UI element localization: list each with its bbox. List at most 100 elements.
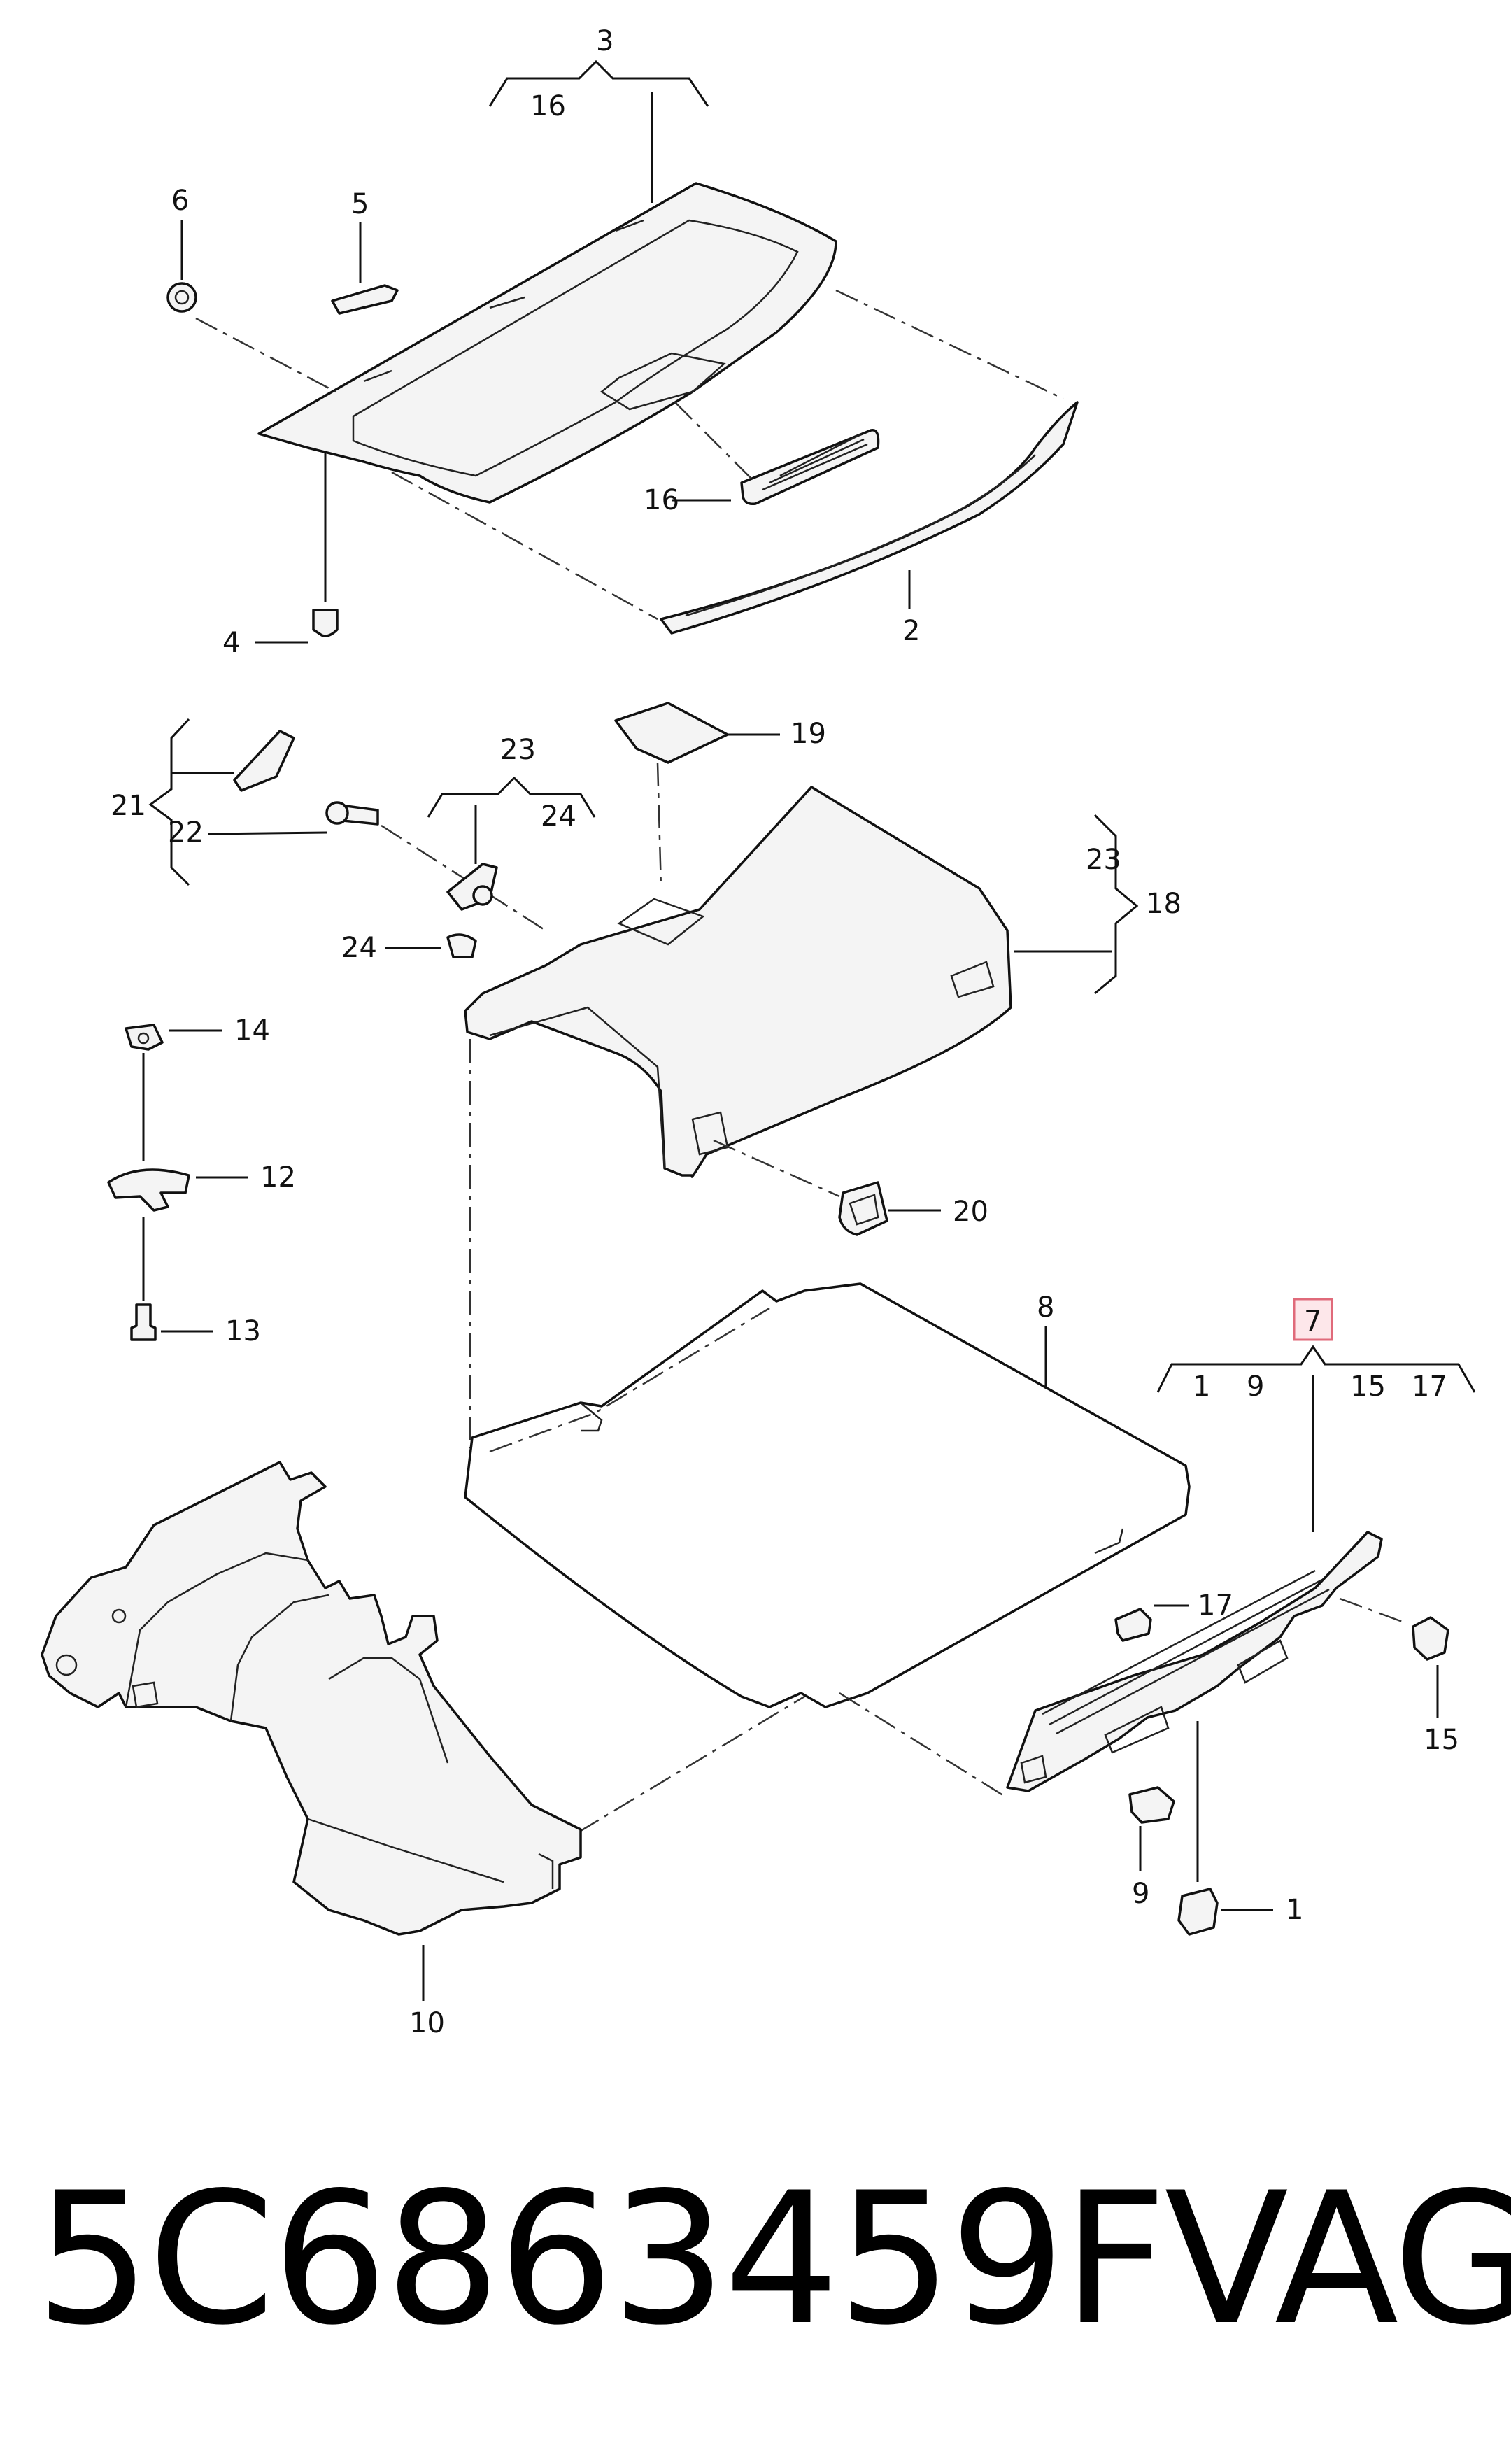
callout-1-sub: 1 xyxy=(1193,1371,1210,1403)
side-trim-10 xyxy=(41,1461,582,1936)
handle-20-inner xyxy=(849,1194,879,1226)
floor-cover-group: 19 21 22 23 24 24 23 18 xyxy=(107,702,1182,1448)
parcel-shelf xyxy=(257,182,837,504)
callout-23-right: 23 xyxy=(1086,844,1121,876)
floor-mat-group: 8 xyxy=(464,1282,1191,1855)
clip-23-stud xyxy=(472,885,493,906)
callout-23: 23 xyxy=(500,734,536,766)
brand-label: VAG xyxy=(1164,2154,1511,2365)
side-trim-vent xyxy=(132,1681,159,1708)
assembly-line-6 xyxy=(195,317,336,393)
screw-13 xyxy=(130,1303,157,1341)
callout-8: 8 xyxy=(1037,1291,1054,1324)
side-trim-group: 10 xyxy=(41,1461,582,2039)
pad-17 xyxy=(1114,1608,1152,1642)
side-trim-hole xyxy=(55,1654,78,1676)
floor-mat-8 xyxy=(464,1282,1191,1708)
callout-6: 6 xyxy=(171,185,189,217)
bracket-3 xyxy=(488,59,709,107)
callout-20: 20 xyxy=(953,1196,988,1228)
side-trim-lower-edge xyxy=(307,1818,504,1883)
highlight-callout-7 xyxy=(1293,1298,1333,1341)
callout-16-sub: 16 xyxy=(530,90,566,122)
bracket-plate-21 xyxy=(233,730,295,792)
side-trim-crease-mid xyxy=(229,1594,329,1722)
callout-24: 24 xyxy=(341,932,377,964)
shelf-slots xyxy=(363,219,644,383)
nut-14 xyxy=(125,1024,164,1051)
vent-grille xyxy=(740,428,880,506)
callout-17-sub: 17 xyxy=(1412,1371,1447,1403)
rivet-6 xyxy=(166,282,197,313)
sill-panel-group: 7 1 9 15 17 17 15 9 1 xyxy=(1006,1298,1476,1936)
handle-20 xyxy=(838,1181,888,1236)
leader-22 xyxy=(208,831,328,835)
sill-panel-end-recess xyxy=(1020,1755,1047,1784)
assembly-line-vent xyxy=(674,402,756,483)
callout-15-sub: 15 xyxy=(1350,1371,1386,1403)
clip-1 xyxy=(1177,1888,1219,1936)
callout-3: 3 xyxy=(596,25,613,57)
callout-19: 19 xyxy=(790,718,826,750)
side-trim-clip-hole xyxy=(111,1608,127,1624)
bracket-18 xyxy=(1093,814,1139,995)
assembly-line-strip xyxy=(835,289,1064,400)
sill-panel-recess-right xyxy=(1237,1639,1289,1684)
callout-4: 4 xyxy=(222,627,240,659)
bracket-23 xyxy=(427,776,596,818)
callout-22: 22 xyxy=(168,816,204,849)
callout-7: 7 xyxy=(1304,1305,1321,1338)
floor-cover-18 xyxy=(464,786,1012,1178)
callout-9-sub: 9 xyxy=(1247,1371,1264,1403)
rear-trim-groove xyxy=(685,454,1036,617)
part-number: 5C6863459F xyxy=(35,2154,1167,2365)
side-trim-end xyxy=(538,1853,554,1889)
callout-14: 14 xyxy=(234,1014,270,1047)
side-trim-wheelhouse xyxy=(328,1657,449,1764)
bracket-7 xyxy=(1156,1345,1476,1393)
vent-slats xyxy=(762,432,868,491)
assembly-line-flap xyxy=(656,762,662,889)
callout-12: 12 xyxy=(260,1161,296,1194)
callout-15: 15 xyxy=(1424,1724,1459,1756)
floor-mat-notch xyxy=(580,1402,603,1432)
callout-18: 18 xyxy=(1146,888,1182,920)
cover-hatch-opening xyxy=(617,898,705,946)
callout-10: 10 xyxy=(409,2007,445,2039)
cover-front-fold xyxy=(489,1006,666,1169)
assembly-line-mat-side xyxy=(541,1695,805,1855)
assembly-line-clip-15 xyxy=(1339,1597,1407,1624)
callout-13: 13 xyxy=(225,1315,261,1347)
rivet-24 xyxy=(446,933,477,958)
parcel-shelf-group: 3 16 2 16 5 6 4 xyxy=(166,25,1079,659)
clip-9 xyxy=(1128,1786,1175,1824)
access-flap xyxy=(614,702,729,764)
clip-15 xyxy=(1412,1616,1449,1661)
callout-16: 16 xyxy=(644,484,679,516)
clip-5 xyxy=(331,284,399,315)
callout-9: 9 xyxy=(1132,1878,1149,1910)
assembly-line-handle xyxy=(713,1139,840,1198)
part-number-footer: 5C6863459F VAG xyxy=(35,2141,1511,2379)
floor-mat-tab xyxy=(1094,1528,1124,1555)
screw-4 xyxy=(312,609,339,637)
callout-2: 2 xyxy=(902,615,920,647)
sill-panel-ribs xyxy=(1042,1569,1330,1735)
side-trim-crease-upper xyxy=(125,1552,308,1708)
callout-21: 21 xyxy=(111,790,146,822)
callout-24-sub: 24 xyxy=(541,800,576,833)
rivet-6-center xyxy=(174,290,190,305)
clamp-12 xyxy=(107,1168,190,1212)
shelf-recess xyxy=(352,219,799,477)
shelf-vent-recess xyxy=(600,352,726,411)
cover-handle-recess-right xyxy=(950,961,995,998)
bolt-22-head xyxy=(325,801,349,825)
callout-5: 5 xyxy=(351,188,369,220)
bracket-21 xyxy=(148,718,190,886)
callout-17: 17 xyxy=(1198,1589,1233,1622)
nut-14-hole xyxy=(137,1032,150,1045)
assembly-line-mat-sill xyxy=(839,1692,1008,1799)
sill-panel-recess-left xyxy=(1104,1706,1170,1754)
assembly-line-shelf-strip xyxy=(391,471,658,621)
